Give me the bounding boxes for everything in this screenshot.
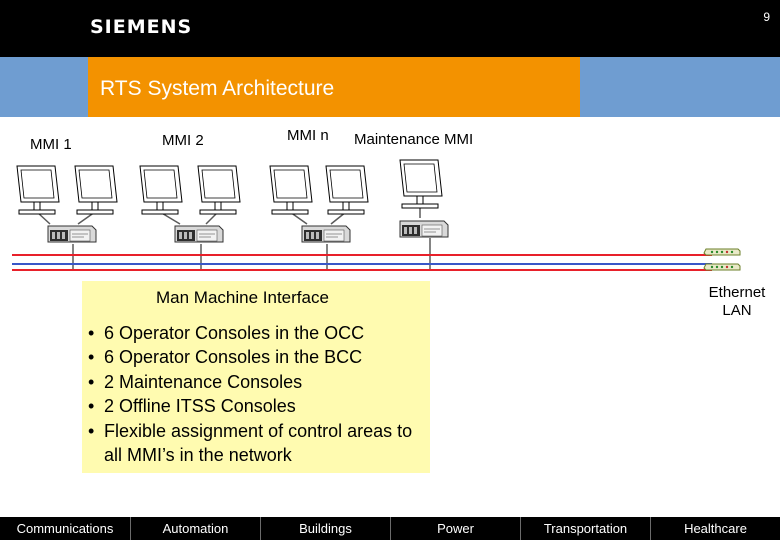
label-mmi-2: MMI 2 [162, 132, 204, 149]
monitor-icon [399, 159, 443, 209]
page-title: RTS System Architecture [100, 77, 335, 100]
monitor-icon [139, 165, 183, 215]
tab-power[interactable]: Power [390, 517, 520, 540]
workstation-icon [399, 220, 449, 238]
bullet-item: 6 Operator Consoles in the BCC [88, 345, 424, 370]
workstation-icon [174, 225, 224, 243]
monitor-icon [16, 165, 60, 215]
workstation-icon [47, 225, 97, 243]
ethernet-lan-label: Ethernet LAN [708, 284, 766, 319]
siemens-logo: SIEMENS [90, 16, 193, 38]
switch-icon [703, 263, 741, 271]
mmi-bullet-list: 6 Operator Consoles in the OCC 6 Operato… [88, 321, 424, 467]
monitor-icon [74, 165, 118, 215]
workstation-icon [301, 225, 351, 243]
bullet-item: 6 Operator Consoles in the OCC [88, 321, 424, 346]
mmi-box-title: Man Machine Interface [156, 288, 329, 307]
tab-communications[interactable]: Communications [16, 521, 114, 536]
monitor-icon [269, 165, 313, 215]
title-box [88, 57, 580, 117]
tab-transportation[interactable]: Transportation [520, 517, 650, 540]
monitor-icon [197, 165, 241, 215]
header-bar: SIEMENS 9 [0, 0, 780, 57]
label-mmi-1: MMI 1 [30, 136, 72, 153]
tab-buildings[interactable]: Buildings [260, 517, 390, 540]
tab-automation[interactable]: Automation [130, 517, 260, 540]
label-maintenance-mmi: Maintenance MMI [354, 131, 474, 148]
footer-nav: Communications Automation Buildings Powe… [0, 517, 780, 540]
bullet-item: 2 Offline ITSS Consoles [88, 394, 424, 419]
label-mmi-n: MMI n [287, 127, 329, 144]
monitor-icon [325, 165, 369, 215]
switch-icon [703, 248, 741, 256]
bullet-item: 2 Maintenance Consoles [88, 370, 424, 395]
tab-healthcare[interactable]: Healthcare [650, 517, 780, 540]
bullet-item: Flexible assignment of control areas to … [88, 419, 424, 468]
page-number: 9 [763, 10, 770, 24]
